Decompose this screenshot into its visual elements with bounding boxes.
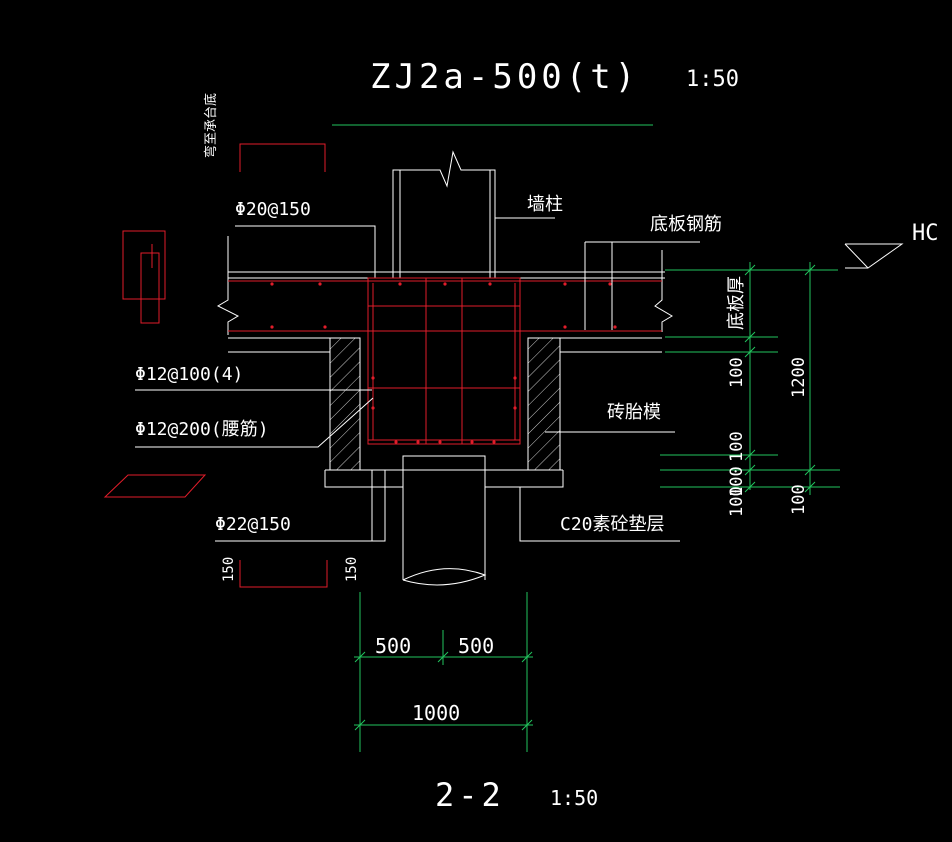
dim-right-100-mid-a: 100 [727,431,747,462]
brick-mould-left [329,337,361,471]
hc-symbol [844,243,904,269]
bottom-cushion [324,470,403,488]
slab-rebar-label: 底板钢筋 [650,214,722,235]
title-scale: 1:50 [686,67,739,92]
waist-bar-label: Φ12@200(腰筋) [135,419,269,440]
rebar-detail-inner [140,252,160,324]
slab-break-left [216,236,240,335]
drawing-title: ZJ2a-500(t) [370,57,639,97]
rebar-bottom-leader [215,470,386,542]
dim-right-100-bottom: 100 [727,486,747,517]
section-scale: 1:50 [550,786,598,810]
rebar-detail-box [122,230,166,300]
rebar-bottom-bracket [239,560,328,588]
dim-width-total: 1000 [412,701,460,725]
dim-right-100-far: 100 [789,484,809,515]
slab-break-right [654,250,673,332]
rebar-bottom-label: Φ22@150 [215,514,291,535]
cushion-label: C20素砼垫层 [560,514,665,535]
wall-column [392,150,496,278]
wall-column-label: 墙柱 [527,194,563,215]
bottom-dimensions [354,592,533,752]
brick-mould-label: 砖胎模 [607,402,661,423]
dim-height-total: 1200 [789,357,809,398]
dim-width-left: 500 [375,634,411,658]
rebar-top-label: Φ20@150 [235,199,311,220]
dim-left-150: 150 [221,557,237,582]
rebar-dots [270,282,617,444]
anchor-bracket [239,143,326,172]
right-dimensions [660,262,840,495]
rebar-parallelogram [103,474,207,498]
waist-bar-leader [135,397,374,448]
hc-label: HC [912,221,939,246]
dim-right-100-top: 100 [727,357,747,388]
brick-mould-right [527,337,561,471]
beam-cage [367,277,521,445]
anchor-note: 弯至承台底 [203,93,219,158]
slab-thickness-label: 底板厚 [726,276,747,330]
dim-right-150: 150 [344,557,360,582]
cushion-leader [519,487,680,542]
dim-width-right: 500 [458,634,494,658]
pile [402,455,486,580]
dim-right-100-mid-b: 100 [727,466,747,497]
stirrup-label: Φ12@100(4) [135,364,243,385]
section-label: 2-2 [435,776,505,814]
rebar-top-leader [235,225,376,278]
